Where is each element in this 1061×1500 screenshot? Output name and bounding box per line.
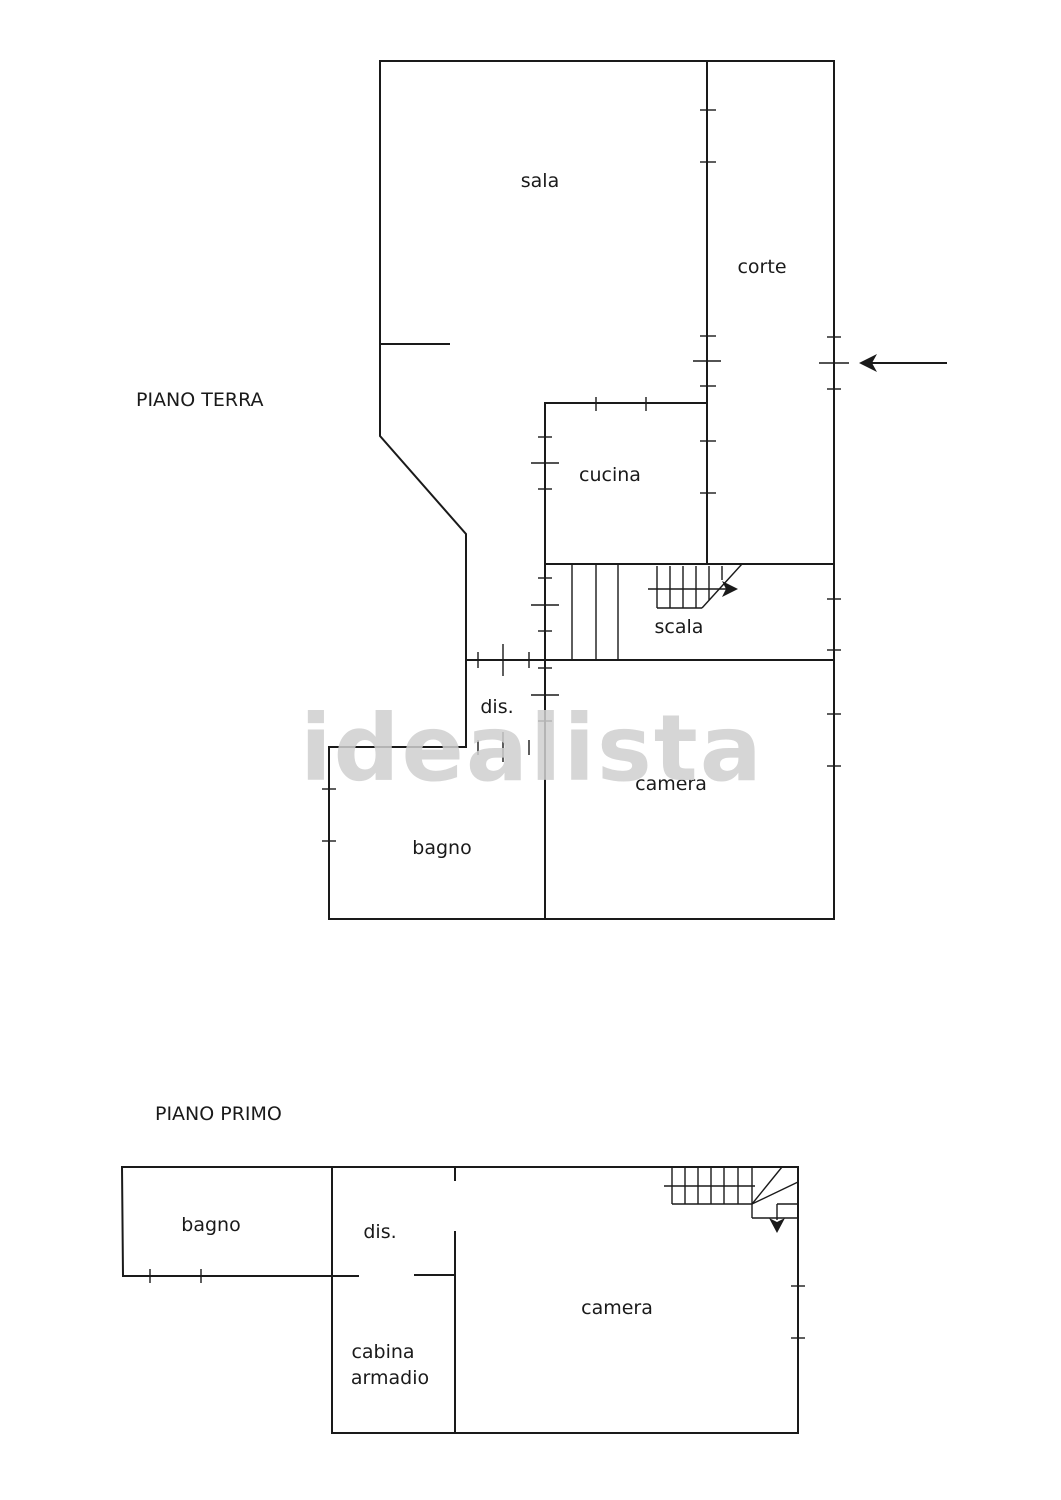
first-stairs	[664, 1166, 799, 1233]
room-label-sala: sala	[521, 170, 559, 192]
ground-floor-label: PIANO TERRA	[136, 389, 264, 411]
room-label-cucina: cucina	[579, 464, 641, 486]
first-floor-label: PIANO PRIMO	[155, 1103, 282, 1125]
ground-floor: PIANO TERRA sala corte cucina scala dis.…	[136, 60, 947, 920]
ground-outer-wall	[328, 60, 835, 920]
room-label-camera: camera	[635, 773, 707, 795]
room-label-dis: dis.	[480, 696, 513, 718]
room-label-bagno-first: bagno	[181, 1214, 240, 1236]
first-outer-wall	[120, 1166, 799, 1434]
first-door-marks	[149, 1269, 805, 1339]
watermark-logo: idealista	[300, 695, 764, 802]
first-floor: PIANO PRIMO bagno dis. cabina armadio ca…	[120, 1103, 805, 1434]
ground-door-marks	[322, 109, 849, 842]
room-label-cabina: cabina	[351, 1341, 414, 1363]
room-label-camera-first: camera	[581, 1297, 653, 1319]
stairs-up-arrow-icon	[722, 581, 738, 597]
room-label-dis-first: dis.	[363, 1221, 396, 1243]
room-label-corte: corte	[737, 256, 786, 278]
entrance-arrow-icon	[859, 354, 947, 372]
room-label-armadio: armadio	[351, 1367, 429, 1389]
ground-stairs	[571, 563, 743, 660]
stairs-down-arrow-icon	[769, 1218, 785, 1233]
room-label-bagno: bagno	[412, 837, 471, 859]
room-label-scala: scala	[655, 616, 704, 638]
